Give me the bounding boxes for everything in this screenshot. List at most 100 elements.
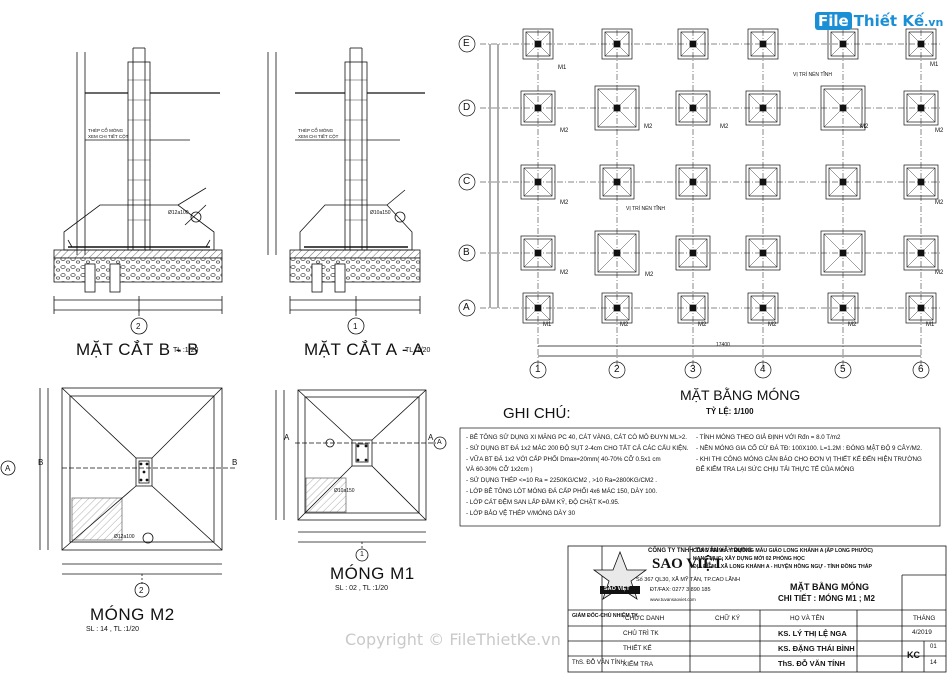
tb-drawing-detail: CHI TIẾT : MÓNG M1 ; M2 <box>778 594 875 603</box>
axis-col-6: 6 <box>918 364 924 375</box>
footing-2-5 <box>903 164 939 200</box>
note-right-1: - NỀN MÓNG GIA CỐ CỪ ĐÁ TĐ: 100X100. L=1… <box>696 444 922 452</box>
plan-title: MẶT BẰNG MÓNG <box>680 387 801 403</box>
footing-m2-plan <box>0 387 236 598</box>
tb-company: CÔNG TY TNHH TƯ VẤN XÂY DỰNG <box>648 548 753 554</box>
copyright-watermark: Copyright © FileThietKe.vn <box>345 630 561 649</box>
axis-a-m1: A <box>437 439 442 446</box>
plan-tag-10: M2 <box>935 270 944 276</box>
tb-header-sign: CHỮ KÝ <box>715 615 740 622</box>
axis-row-E: E <box>463 38 470 49</box>
tb-director: GIÁM ĐỐC-CHỦ NHIỆM TK <box>572 613 638 619</box>
footing-4-1 <box>601 292 633 324</box>
plan-tag-3: M2 <box>860 124 869 130</box>
axis-1-aa: 1 <box>353 322 358 331</box>
footing-4-5 <box>905 292 937 324</box>
axis-col-5: 5 <box>840 364 846 375</box>
section-aa-scale: TL :1/20 <box>405 347 431 354</box>
plan-tag-7: M2 <box>935 200 944 206</box>
m2-scale: SL : 14 , TL :1/20 <box>86 626 140 633</box>
axis-col-4: 4 <box>760 364 766 375</box>
m1-scale: SL : 02 , TL :1/20 <box>335 585 389 592</box>
tb-phone: ĐT/FAX: 0277 3 890 185 <box>650 587 711 593</box>
tb-header-role: CHỨC DANH <box>625 615 665 622</box>
notes-box <box>459 427 941 527</box>
footing-3-4 <box>820 230 866 276</box>
footing-0-4 <box>827 28 859 60</box>
tb-name-1: KS. ĐẶNG THÁI BÌNH <box>778 644 855 653</box>
note-left-0: - BÊ TÔNG SỬ DỤNG XI MĂNG PC 40, CÁT VÀN… <box>466 434 688 441</box>
footing-2-4 <box>825 164 861 200</box>
tb-header-name: HỌ VÀ TÊN <box>790 615 825 622</box>
note-left-5: - LỚP BÊ TÔNG LÓT MÓNG ĐÁ CẤP PHỐI 4x6 M… <box>466 488 658 495</box>
plan-tag-13: M2 <box>698 322 707 328</box>
tb-total: 14 <box>930 660 937 666</box>
plan-tag-17: M1 <box>930 62 939 68</box>
footing-3-0 <box>520 235 556 271</box>
plan-tag-8: M2 <box>560 270 569 276</box>
m2-title: MÓNG M2 <box>90 605 175 624</box>
footing-0-2 <box>677 28 709 60</box>
cut-b-right: B <box>232 458 238 467</box>
tb-name-0: KS. LÝ THỊ LỆ NGA <box>778 629 847 638</box>
tb-item: HẠNG MỤC: XÂY DỰNG MỚI 02 PHÒNG HỌC <box>693 556 805 562</box>
m1-title: MÓNG M1 <box>330 564 415 583</box>
footing-3-2 <box>675 235 711 271</box>
footing-2-1 <box>599 164 635 200</box>
cut-a-left: A <box>284 433 290 442</box>
section-bb-scale: TL :1/20 <box>173 347 199 354</box>
steel-note-bb-2: XEM CHI TIẾT CỘT <box>88 134 129 139</box>
tb-drawing-title: MẶT BẰNG MÓNG <box>790 582 869 592</box>
axis-2-bb: 2 <box>136 322 141 331</box>
plan-tag-14: M2 <box>768 322 777 328</box>
axis-col-1: 1 <box>535 364 541 375</box>
tb-header-month: THÁNG <box>913 615 936 622</box>
note-left-7: - LỚP BẢO VỆ THÉP V/MÓNG DÀY 30 <box>466 509 576 517</box>
axis-row-B: B <box>463 247 470 258</box>
tb-role-0: CHỦ TRÌ TK <box>623 630 659 637</box>
axis-row-D: D <box>463 102 471 113</box>
section-bb-title: MẶT CẮT B - B <box>76 340 200 359</box>
footing-1-5 <box>903 90 939 126</box>
tb-sheet: 01 <box>930 644 937 650</box>
footing-2-3 <box>745 164 781 200</box>
note-right-2: - KHI THI CÔNG MÓNG CẦN BÁO CHO ĐƠN VỊ T… <box>696 455 922 463</box>
plan-tag-12: M2 <box>620 322 629 328</box>
logo-text: Thiết Kế <box>853 12 925 30</box>
footing-0-5 <box>905 28 937 60</box>
foundation-plan <box>458 30 940 379</box>
tb-code: KC <box>907 650 920 660</box>
tb-director-name: ThS. ĐỖ VĂN TÍNH <box>572 660 625 666</box>
footing-4-2 <box>677 292 709 324</box>
footing-2-0 <box>520 164 556 200</box>
plan-tag-2: M2 <box>720 124 729 130</box>
footing-1-3 <box>745 90 781 126</box>
company-logo <box>592 550 648 600</box>
steel-note-bb: THÉP CỔ MÓNG <box>88 128 124 133</box>
footing-4-4 <box>827 292 859 324</box>
axis-row-C: C <box>463 176 471 187</box>
steel-note-aa: THÉP CỔ MÓNG <box>298 128 334 133</box>
footing-3-5 <box>903 235 939 271</box>
tb-name-2: ThS. ĐỖ VĂN TÍNH <box>778 659 846 668</box>
section-aa-title: MẶT CẮT A - A <box>304 340 425 359</box>
notes-title: GHI CHÚ: <box>503 405 571 422</box>
plan-tag-0: M1 <box>558 65 567 71</box>
logo-badge: File <box>815 12 852 30</box>
plan-tag-15: M2 <box>848 322 857 328</box>
note-right-3: ĐỂ KIỂM TRA LẠI SỨC CHỊU TẢI THỰC TẾ CỦA… <box>696 466 855 474</box>
plan-footings <box>520 28 939 324</box>
axis-a-m2: A <box>5 464 11 473</box>
pile-label-2: VỊ TRÍ NÉN TĨNH <box>626 206 665 212</box>
axis-row-A: A <box>463 302 470 313</box>
footing-1-0 <box>520 90 556 126</box>
footing-4-3 <box>747 292 779 324</box>
footing-3-1 <box>594 230 640 276</box>
tb-location: ĐỊA ĐIỂM : XÃ LONG KHÁNH A - HUYỆN HỒNG … <box>693 564 872 570</box>
tb-date: 4/2019 <box>912 629 932 636</box>
tb-company-name: SAO VIỆT <box>652 556 724 572</box>
footing-m1-plan <box>275 389 447 562</box>
note-left-3: VÀ 60-30% CỠ 1x2cm ) <box>466 466 533 474</box>
plan-total-dim: 17400 <box>716 342 730 348</box>
